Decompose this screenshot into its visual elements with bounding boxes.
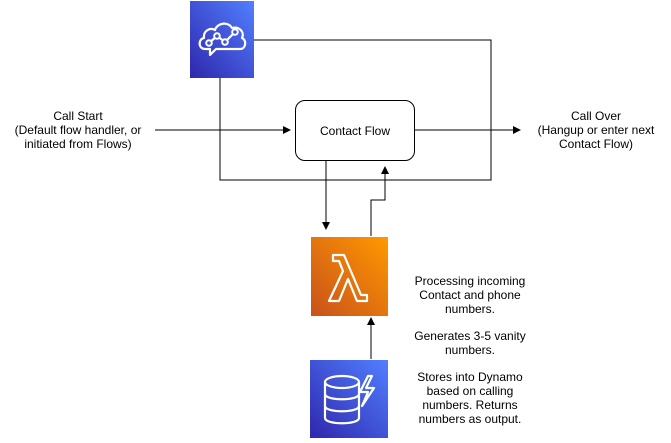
lambda-notes: Processing incoming Contact and phone nu… — [405, 274, 535, 426]
call-over-line: Call Over — [570, 109, 621, 123]
note-spacer — [405, 316, 535, 329]
note-line: numbers. Returns — [422, 398, 518, 412]
contact-flow-node: Contact Flow — [295, 100, 415, 161]
call-over-line: Contact Flow) — [558, 137, 634, 151]
note-line: Stores into Dynamo — [417, 370, 523, 384]
edge-lambda-to-flow — [370, 166, 389, 236]
contact-flow-label: Contact Flow — [319, 123, 391, 138]
note-line: Processing incoming — [414, 274, 526, 288]
note-line: Contact and phone — [419, 288, 521, 302]
note-line: numbers as output. — [418, 412, 522, 426]
dynamodb-icon — [310, 360, 388, 438]
edge-connect-frame — [219, 39, 492, 181]
call-start-line: initiated from Flows) — [24, 137, 132, 151]
note-spacer — [405, 357, 535, 370]
note-line: based on calling — [426, 384, 514, 398]
note-line: numbers. — [444, 302, 496, 316]
call-over-label: Call Over (Hangup or enter next Contact … — [526, 109, 666, 151]
amazon-connect-icon — [190, 1, 254, 78]
note-line: numbers. — [444, 343, 496, 357]
note-line: Generates 3-5 vanity — [414, 329, 526, 343]
call-start-label: Call Start (Default flow handler, or ini… — [2, 109, 154, 151]
aws-lambda-icon — [311, 237, 388, 316]
call-start-line: Call Start — [53, 109, 103, 123]
call-start-line: (Default flow handler, or — [14, 123, 142, 137]
call-over-line: (Hangup or enter next — [537, 123, 655, 137]
